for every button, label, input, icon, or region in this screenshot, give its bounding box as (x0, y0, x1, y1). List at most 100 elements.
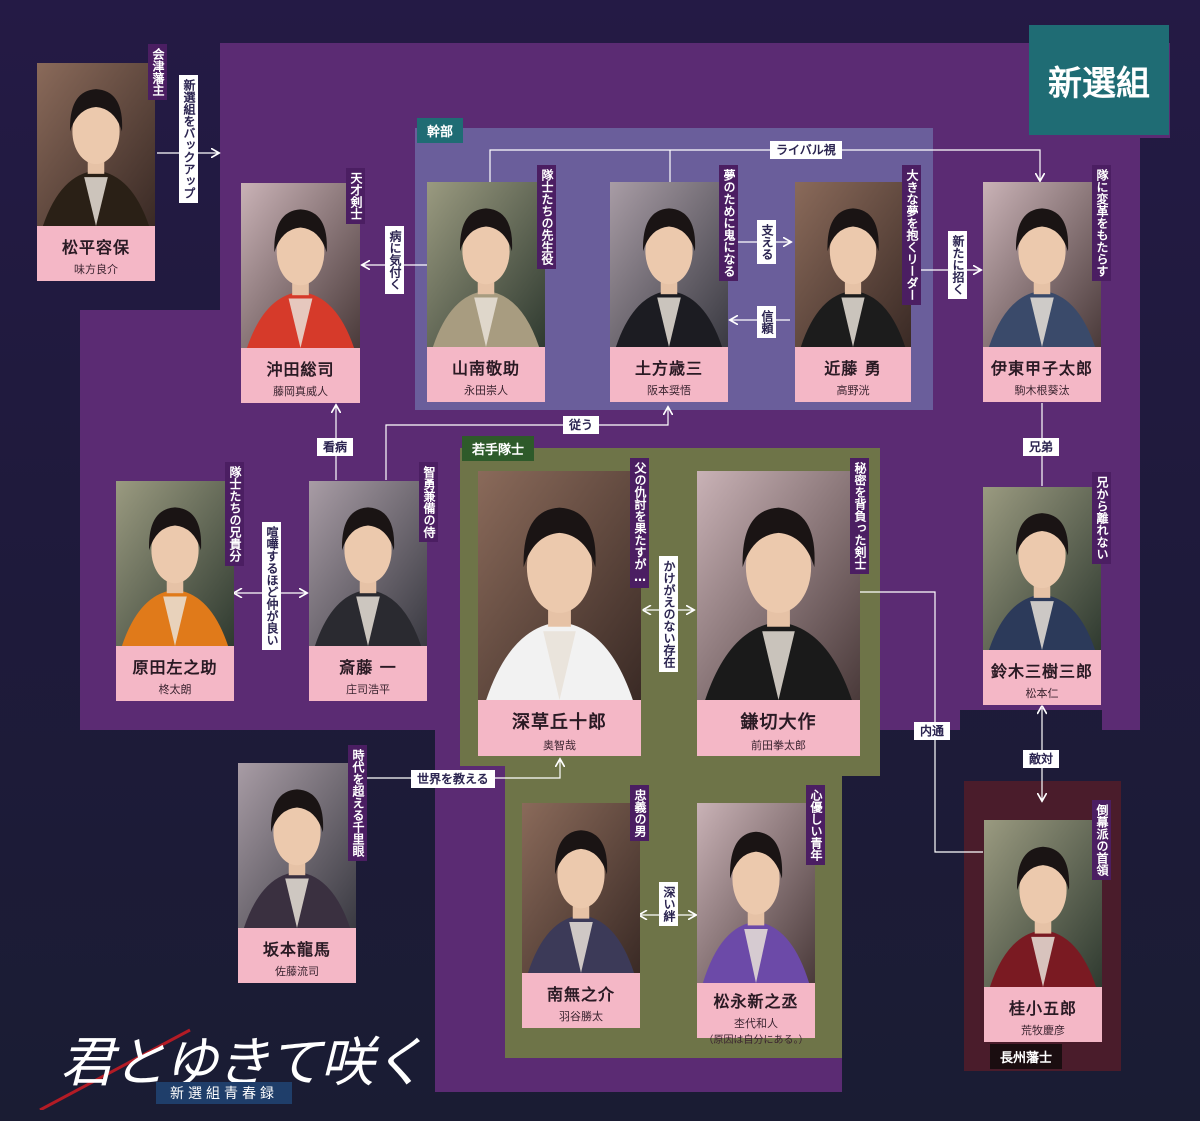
label-deep-bond: 深い絆 (659, 882, 678, 926)
character-caption-matsunaga: 心優しい青年 (806, 785, 825, 865)
character-caption-kamakiri: 秘密を背負った剣士 (850, 458, 869, 574)
character-photo (697, 471, 860, 700)
character-nameplate: 桂小五郎荒牧慶彦 (984, 987, 1102, 1042)
character-photo (241, 183, 360, 348)
character-name: 原田左之助 (132, 658, 218, 677)
character-card-nanmu: 南無之介羽谷勝太 (522, 803, 640, 1028)
label-trust: 信頼 (757, 306, 776, 338)
character-photo (238, 763, 356, 928)
shinsengumi-title: 新選組 (1048, 63, 1150, 104)
character-name: 南無之介 (546, 985, 615, 1004)
character-name: 鎌切大作 (740, 712, 817, 733)
character-name: 鈴木三樹三郎 (990, 662, 1093, 681)
actor-name: 杢代和人 (734, 1017, 778, 1030)
actor-name: 佐藤流司 (275, 965, 319, 978)
character-photo (983, 182, 1101, 347)
character-card-fukakusa: 深草丘十郎奥智哉 (478, 471, 641, 756)
label-invite: 新たに招く (948, 231, 967, 299)
character-name: 坂本龍馬 (262, 940, 331, 959)
character-nameplate: 近藤 勇高野洸 (795, 347, 911, 402)
character-card-yamanami: 山南敬助永田崇人 (427, 182, 545, 402)
character-card-saito: 斎藤 一庄司浩平 (309, 481, 427, 701)
character-card-matsudaira: 松平容保味方良介 (37, 63, 155, 281)
character-photo (478, 471, 641, 700)
label-brothers: 兄弟 (1023, 438, 1060, 456)
character-caption-fukakusa: 父の仇討を果たすが… (630, 458, 649, 588)
label-backup: 新選組をバックアップ (179, 75, 198, 203)
character-name: 深草丘十郎 (512, 712, 607, 733)
label-notice-illness: 病に気付く (385, 226, 404, 294)
logo: 君とゆきて咲く 新選組青春録 (20, 1010, 440, 1110)
character-card-sakamoto: 坂本龍馬佐藤流司 (238, 763, 356, 983)
character-photo (983, 487, 1101, 650)
character-nameplate: 鈴木三樹三郎松本仁 (983, 650, 1101, 705)
character-nameplate: 原田左之助柊太朗 (116, 646, 234, 701)
character-nameplate: 深草丘十郎奥智哉 (478, 700, 641, 756)
character-card-kondo: 近藤 勇高野洸 (795, 182, 911, 402)
character-photo (116, 481, 234, 646)
character-name: 山南敬助 (451, 359, 520, 378)
character-caption-nanmu: 忠義の男 (630, 785, 649, 841)
character-photo (309, 481, 427, 646)
actor-name: 藤岡真威人 (273, 385, 328, 398)
character-name: 伊東甲子太郎 (990, 359, 1093, 378)
logo-slash (39, 1028, 191, 1110)
label-nursing: 看病 (317, 438, 354, 456)
character-caption-kondo: 大きな夢を抱くリーダー (902, 165, 921, 305)
character-card-matsunaga: 松永新之丞杢代和人（原因は自分にある。） (697, 803, 815, 1046)
actor-name: 奥智哉 (543, 739, 576, 752)
label-support: 支える (757, 220, 776, 264)
actor-name: 庄司浩平 (346, 683, 390, 696)
character-caption-okita: 天才剣士 (346, 168, 365, 224)
actor-name: 松本仁 (1025, 687, 1059, 700)
character-nameplate: 斎藤 一庄司浩平 (309, 646, 427, 701)
label-follow: 従う (563, 416, 600, 434)
character-name: 近藤 勇 (824, 359, 882, 378)
character-nameplate: 鎌切大作前田拳太郎 (697, 700, 860, 756)
character-photo (427, 182, 545, 347)
label-hostile: 敵対 (1023, 750, 1060, 768)
character-caption-ito: 隊に変革をもたらす (1092, 165, 1111, 281)
actor-name: 味方良介 (74, 263, 118, 276)
actor-name: 柊太朗 (158, 683, 192, 696)
character-caption-suzuki: 兄から離れない (1092, 472, 1111, 564)
logo-subtitle: 新選組青春録 (156, 1082, 292, 1104)
character-caption-katsura: 倒幕派の首領 (1092, 800, 1111, 880)
character-nameplate: 沖田総司藤岡真威人 (241, 348, 360, 403)
character-photo (522, 803, 640, 973)
character-card-okita: 沖田総司藤岡真威人 (241, 183, 360, 403)
choshu-tag: 長州藩士 (990, 1044, 1063, 1069)
character-card-harada: 原田左之助柊太朗 (116, 481, 234, 701)
kanbu-tag: 幹部 (417, 118, 464, 143)
character-caption-saito: 智勇兼備の侍 (419, 462, 438, 542)
character-nameplate: 土方歳三阪本奨悟 (610, 347, 728, 402)
actor-name: 羽谷勝太 (559, 1010, 603, 1023)
label-teach-world: 世界を教える (411, 770, 495, 788)
character-photo (697, 803, 815, 983)
character-card-hijikata: 土方歳三阪本奨悟 (610, 182, 728, 402)
label-quarrel: 喧嘩するほど仲が良い (262, 522, 281, 650)
character-card-katsura: 桂小五郎荒牧慶彦 (984, 820, 1102, 1042)
character-card-suzuki: 鈴木三樹三郎松本仁 (983, 487, 1101, 705)
wakate-tag: 若手隊士 (462, 436, 535, 461)
character-photo (610, 182, 728, 347)
character-photo (795, 182, 911, 347)
character-name: 松平容保 (61, 238, 130, 257)
actor-note: （原因は自分にある。） (703, 1035, 809, 1046)
actor-name: 荒牧慶彦 (1021, 1024, 1065, 1037)
character-nameplate: 松永新之丞杢代和人（原因は自分にある。） (697, 983, 815, 1046)
character-caption-matsudaira: 会津藩主 (148, 44, 167, 100)
character-caption-hijikata: 夢のために鬼になる (719, 165, 738, 281)
character-card-ito: 伊東甲子太郎駒木根葵汰 (983, 182, 1101, 402)
character-name: 沖田総司 (266, 360, 335, 379)
character-nameplate: 南無之介羽谷勝太 (522, 973, 640, 1028)
actor-name: 阪本奨悟 (647, 384, 691, 397)
character-nameplate: 伊東甲子太郎駒木根葵汰 (983, 347, 1101, 402)
character-caption-harada: 隊士たちの兄貴分 (225, 462, 244, 566)
label-rival: ライバル視 (770, 141, 842, 159)
character-name: 桂小五郎 (1008, 999, 1077, 1018)
character-photo (37, 63, 155, 226)
character-card-kamakiri: 鎌切大作前田拳太郎 (697, 471, 860, 756)
character-name: 斎藤 一 (339, 658, 397, 677)
character-caption-sakamoto: 時代を超える千里眼 (348, 745, 367, 861)
